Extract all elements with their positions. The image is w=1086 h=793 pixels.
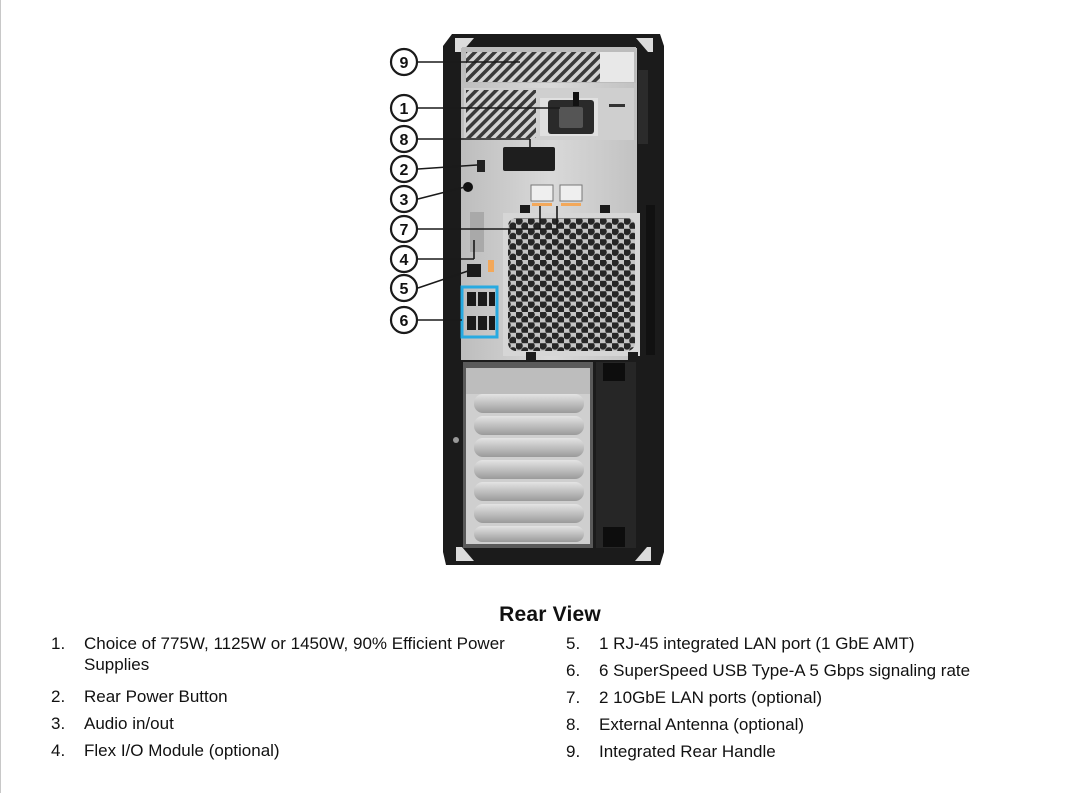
figure-caption: Rear View xyxy=(499,603,601,626)
feature-item: 5. 1 RJ-45 integrated LAN port (1 GbE AM… xyxy=(566,633,1066,660)
feature-item: 4. Flex I/O Module (optional) xyxy=(51,740,521,767)
expansion-slots xyxy=(466,368,590,544)
feature-text: Rear Power Button xyxy=(84,687,228,706)
lan-10gbe-ports xyxy=(530,184,583,206)
feature-item: 6. 6 SuperSpeed USB Type-A 5 Gbps signal… xyxy=(566,660,1066,687)
feature-number: 5. xyxy=(566,634,581,653)
feature-text: 1 RJ-45 integrated LAN port (1 GbE AMT) xyxy=(599,634,915,653)
callout-leader-lines xyxy=(417,61,560,321)
callout-label: 5 xyxy=(400,281,409,298)
fan-grille xyxy=(503,205,640,360)
callout-label: 6 xyxy=(400,313,409,330)
feature-text: Audio in/out xyxy=(84,714,174,733)
page-left-border xyxy=(0,0,1,793)
feature-text: Choice of 775W, 1125W or 1450W, 90% Effi… xyxy=(84,634,505,674)
feature-list-left: 1. Choice of 775W, 1125W or 1450W, 90% E… xyxy=(51,633,521,767)
power-button-graphic xyxy=(477,160,485,172)
feature-number: 3. xyxy=(51,714,66,733)
feature-number: 9. xyxy=(566,742,581,761)
feature-number: 6. xyxy=(566,661,581,680)
feature-text: 6 SuperSpeed USB Type-A 5 Gbps signaling… xyxy=(599,661,971,680)
feature-item: 9. Integrated Rear Handle xyxy=(566,741,1066,768)
feature-item: 3. Audio in/out xyxy=(51,713,521,740)
feature-item: 8. External Antenna (optional) xyxy=(566,714,1066,741)
feature-number: 7. xyxy=(566,688,581,707)
power-supply xyxy=(464,88,634,140)
callout-label: 2 xyxy=(400,162,409,179)
callout-label: 7 xyxy=(400,222,409,239)
feature-text: Integrated Rear Handle xyxy=(599,742,776,761)
rj45-port-graphic xyxy=(467,264,481,277)
flex-io-module xyxy=(470,212,484,252)
feature-text: Flex I/O Module (optional) xyxy=(84,741,280,760)
usb-port-block xyxy=(460,285,499,339)
callout-circles xyxy=(389,47,419,335)
workstation-rear-view-illustration: 9 1 8 2 3 7 4 5 6 xyxy=(389,34,664,565)
audio-jack-graphic xyxy=(463,182,473,192)
feature-list-right: 5. 1 RJ-45 integrated LAN port (1 GbE AM… xyxy=(566,633,1066,768)
callout-label: 4 xyxy=(400,252,409,269)
antenna-connector xyxy=(503,147,555,171)
callout-label: 9 xyxy=(400,55,409,72)
callout-label: 1 xyxy=(400,101,409,118)
feature-number: 1. xyxy=(51,634,66,653)
feature-text: 2 10GbE LAN ports (optional) xyxy=(599,688,823,707)
rear-handle xyxy=(462,47,636,83)
feature-item: 7. 2 10GbE LAN ports (optional) xyxy=(566,687,1066,714)
callout-label: 8 xyxy=(400,132,409,149)
feature-item: 1. Choice of 775W, 1125W or 1450W, 90% E… xyxy=(51,633,521,681)
feature-item: 2. Rear Power Button xyxy=(51,686,521,713)
callout-label: 3 xyxy=(400,192,409,209)
feature-number: 2. xyxy=(51,687,66,706)
feature-text: External Antenna (optional) xyxy=(599,715,805,734)
orange-tag xyxy=(488,260,494,272)
feature-number: 4. xyxy=(51,741,66,760)
feature-number: 8. xyxy=(566,715,581,734)
